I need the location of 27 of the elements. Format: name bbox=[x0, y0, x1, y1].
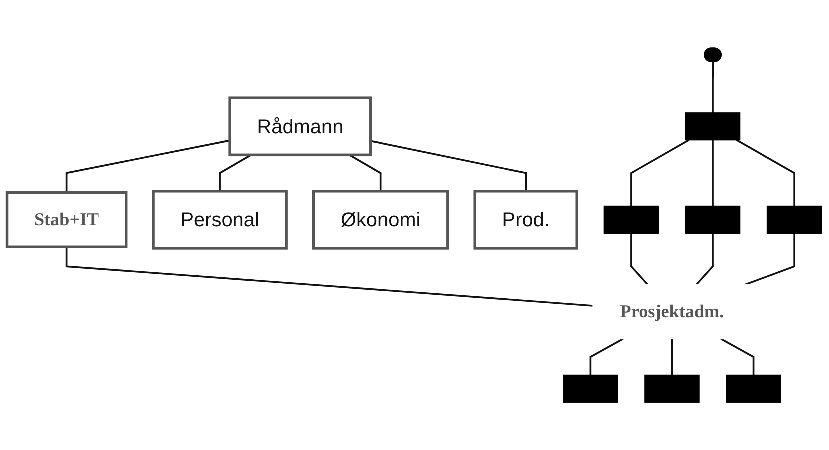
connector bbox=[736, 139, 796, 206]
node-box: Økonomi bbox=[312, 190, 450, 250]
connector bbox=[66, 246, 594, 306]
connector bbox=[630, 233, 648, 285]
node-box: Stab+IT bbox=[6, 191, 128, 248]
connector bbox=[712, 140, 714, 206]
connector bbox=[219, 154, 252, 192]
connector bbox=[370, 140, 527, 192]
connector bbox=[349, 154, 382, 192]
connector bbox=[66, 139, 230, 192]
node-box: Rådmann bbox=[228, 96, 372, 156]
node-bar bbox=[685, 112, 741, 140]
connector bbox=[696, 233, 714, 285]
node-box bbox=[563, 374, 618, 403]
node-box bbox=[644, 374, 700, 403]
connector bbox=[720, 338, 755, 375]
node-box bbox=[726, 374, 782, 403]
node-box bbox=[685, 206, 741, 234]
connector bbox=[590, 338, 624, 375]
node-box bbox=[604, 206, 660, 234]
connector bbox=[630, 139, 690, 206]
node-box bbox=[766, 206, 822, 234]
node-text: Prosjektadm. bbox=[620, 302, 724, 322]
connector bbox=[712, 62, 714, 113]
node-box: Personal bbox=[152, 190, 288, 250]
connector bbox=[671, 338, 674, 375]
node-box: Prod. bbox=[474, 190, 578, 250]
